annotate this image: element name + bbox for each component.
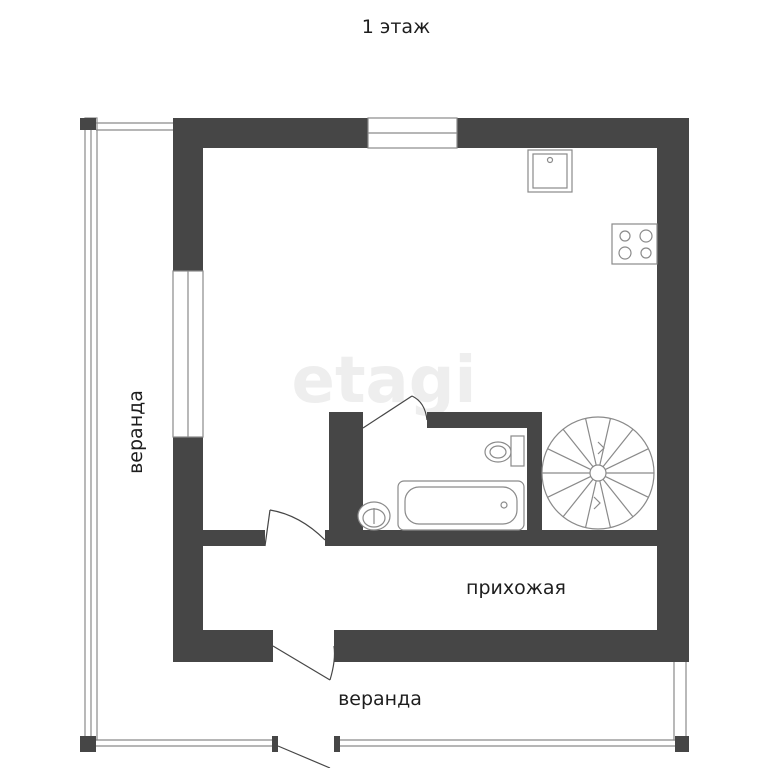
door-swing-icon [264,509,271,547]
veranda-right-rail [673,659,687,741]
stove-icon [611,223,658,265]
doors [264,395,428,681]
veranda-outline [80,117,689,768]
stair-step [584,418,597,466]
sink-icon [527,149,573,193]
stair-step [602,478,634,518]
wall-top-left [173,118,368,148]
wall-bottom-left [173,630,273,662]
veranda-post-right [675,736,689,752]
bathroom-wall-top-left [329,412,363,428]
bathroom-wall-right [527,412,542,530]
room-label-veranda-bottom: веранда [338,688,422,710]
spiral-staircase-icon [541,416,655,530]
partition-hall-left [203,530,265,546]
stair-step [547,475,592,498]
stair-step [604,475,649,498]
wall-top-right [457,118,689,148]
veranda-door-jamb-right [334,736,340,752]
wall-left-upper [173,118,203,271]
stair-step [602,428,634,468]
washbasin-icon [357,501,391,531]
veranda-post-top [80,118,96,130]
walls [173,118,689,662]
door-swing-icon [362,395,413,429]
stair-step [604,448,649,471]
partition-hall-right [325,530,657,546]
veranda-door-jamb-left [272,736,278,752]
stair-step [562,428,594,468]
watermark: etagi [292,344,477,418]
veranda-post-bottom [80,736,96,752]
floor-title: 1 этаж [362,16,430,38]
room-label-veranda-left: веранда [125,390,147,474]
wall-right [657,118,689,662]
door-swing-icon [272,645,331,681]
stair-step [584,480,597,528]
bathtub-icon [397,480,525,531]
stair-spokes [542,418,654,528]
stair-step [599,418,612,466]
stair-step [562,478,594,518]
door-swing-icon [277,745,331,768]
wall-bottom-right [334,630,689,662]
stair-step [547,448,592,471]
bathroom-wall-left [329,412,363,530]
window-icon [172,117,458,438]
stair-step [599,480,612,528]
wall-left-lower [173,437,203,662]
toilet-icon [484,435,525,467]
bathroom-wall-top-right [427,412,542,428]
room-label-hallway: прихожая [466,577,566,599]
